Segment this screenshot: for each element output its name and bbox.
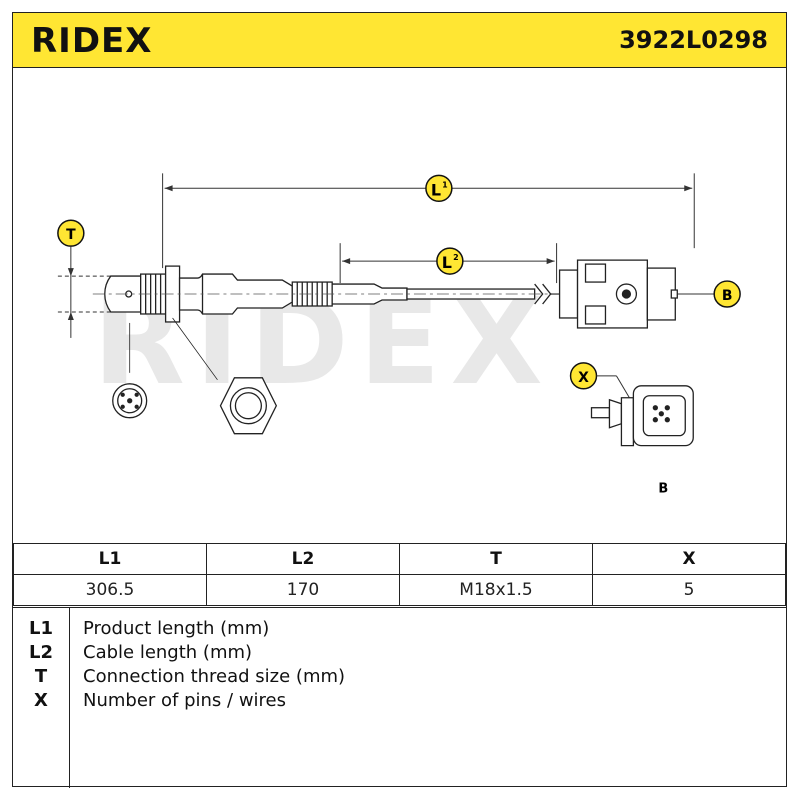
- technical-drawing: RIDEX L 1 L 2 T: [57, 173, 741, 497]
- specs-header-t: T: [399, 543, 593, 575]
- specs-value-l2: 170: [206, 574, 400, 606]
- l1-badge: L: [431, 180, 441, 199]
- part-number: 3922L0298: [619, 26, 768, 54]
- sensor-tip-front-view: [112, 322, 148, 419]
- l2-badge: L: [442, 253, 452, 272]
- brand-logo: RIDEX: [31, 21, 153, 61]
- legend-text: Connection thread size (mm): [83, 666, 346, 687]
- specs-value-t: M18x1.5: [399, 574, 593, 606]
- specs-header-l2: L2: [206, 543, 400, 575]
- b-badge: B: [722, 288, 733, 304]
- specs-header-row: L1 L2 T X: [13, 543, 786, 575]
- hex-nut-front-view: [172, 317, 278, 435]
- product-sheet: RIDEX 3922L0298 RIDEX L 1 L 2: [12, 12, 787, 788]
- legend-row: L1 Product length (mm): [13, 618, 786, 642]
- header-bar: RIDEX 3922L0298: [13, 13, 786, 68]
- l1-badge-sub: 1: [442, 180, 448, 189]
- l2-badge-sub: 2: [453, 253, 459, 262]
- view-b-caption: B: [658, 482, 668, 497]
- legend-row: T Connection thread size (mm): [13, 666, 786, 690]
- specs-header-l1: L1: [13, 543, 207, 575]
- legend-row: L2 Cable length (mm): [13, 642, 786, 666]
- legend-key: T: [34, 666, 48, 687]
- legend-row: X Number of pins / wires: [13, 690, 786, 714]
- b-callout: B: [677, 280, 741, 308]
- legend: L1 Product length (mm) L2 Cable length (…: [13, 607, 786, 788]
- connector: [558, 259, 678, 329]
- specs-header-x: X: [592, 543, 786, 575]
- legend-text: Cable length (mm): [83, 642, 253, 663]
- legend-text: Number of pins / wires: [83, 690, 287, 711]
- l1-dimension: L 1: [162, 173, 695, 269]
- specs-value-row: 306.5 170 M18x1.5 5: [13, 574, 786, 606]
- legend-key: X: [34, 690, 48, 711]
- x-badge: X: [578, 370, 589, 386]
- legend-key: L2: [29, 642, 53, 663]
- legend-key: L1: [29, 618, 53, 639]
- t-badge: T: [66, 227, 76, 243]
- specs-value-l1: 306.5: [13, 574, 207, 606]
- legend-text: Product length (mm): [83, 618, 270, 639]
- specs-value-x: 5: [592, 574, 786, 606]
- l2-dimension: L 2: [339, 243, 558, 284]
- x-detail: X B: [569, 362, 694, 497]
- legend-divider: [69, 608, 70, 788]
- specs-table: L1 L2 T X 306.5 170 M18x1.5 5: [13, 543, 786, 606]
